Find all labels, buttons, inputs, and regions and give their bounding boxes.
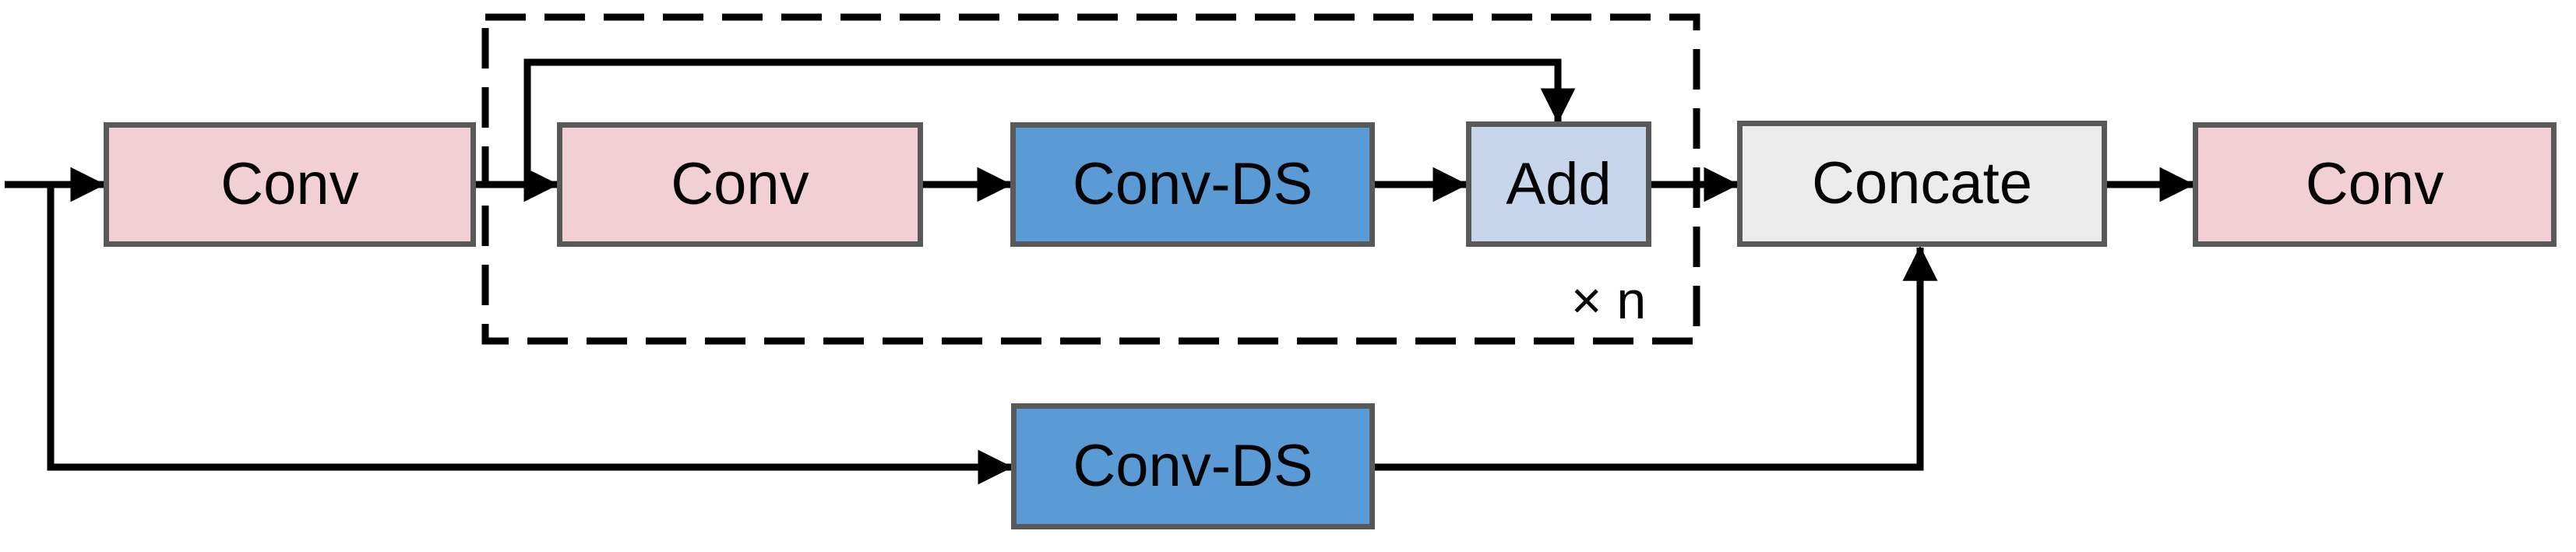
- block-conv-ds-bypass-label: Conv-DS: [1073, 433, 1313, 499]
- block-conv-output-label: Conv: [2305, 151, 2444, 217]
- repeat-group-dashed-border: [481, 13, 1700, 345]
- block-concate-label: Concate: [1811, 150, 2033, 216]
- block-conv-input-label: Conv: [220, 151, 359, 217]
- block-conv-ds-residual-label: Conv-DS: [1072, 151, 1313, 217]
- skip-connection-arrow: [523, 58, 1576, 185]
- bypass-branch-arrow: [47, 185, 1013, 485]
- block-conv-ds-residual: Conv-DS: [1010, 122, 1375, 247]
- block-conv-residual-label: Conv: [671, 151, 809, 217]
- repeat-count-label: × n: [1570, 271, 1647, 330]
- block-conv-residual: Conv: [557, 122, 923, 247]
- block-conv-output: Conv: [2193, 122, 2557, 247]
- block-add: Add: [1466, 121, 1651, 247]
- block-conv-ds-bypass: Conv-DS: [1011, 403, 1375, 529]
- block-conv-input: Conv: [104, 122, 476, 247]
- bypass-to-concate-arrow: [1375, 245, 1938, 471]
- block-concate: Concate: [1737, 121, 2107, 247]
- block-add-label: Add: [1506, 150, 1612, 217]
